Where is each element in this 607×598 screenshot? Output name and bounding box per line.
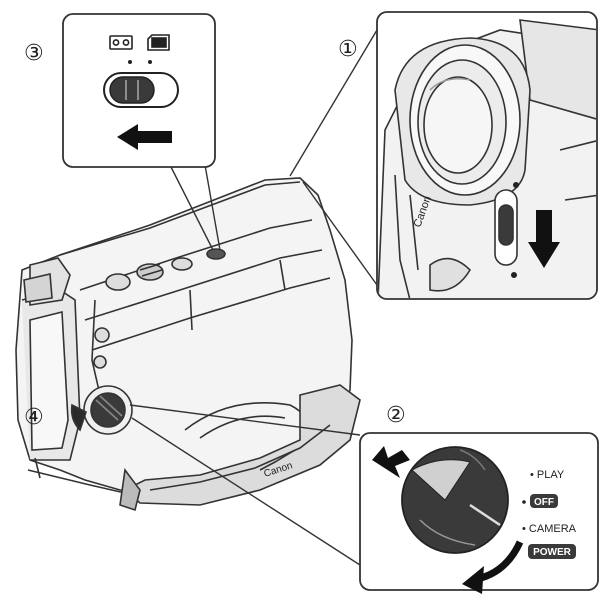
dial-power-label: POWER: [533, 547, 572, 558]
indicator-dot: [128, 60, 132, 64]
inset-power-dial: • PLAY OFF • CAMERA POWER: [360, 433, 598, 594]
indicator-dot: [148, 60, 152, 64]
step-2-label: ②: [386, 403, 406, 428]
inset-mode-switch: [63, 14, 215, 167]
mode-switch-knob: [110, 77, 154, 103]
step-3-label: ③: [24, 41, 44, 66]
step-1-label: ①: [338, 37, 358, 62]
inset-viewfinder: Canon: [377, 12, 600, 300]
dial-camera-label: • CAMERA: [522, 523, 577, 535]
dial-play-label: • PLAY: [530, 469, 565, 481]
step-4-label: ④: [24, 405, 44, 430]
dial-off-label: OFF: [534, 497, 554, 508]
